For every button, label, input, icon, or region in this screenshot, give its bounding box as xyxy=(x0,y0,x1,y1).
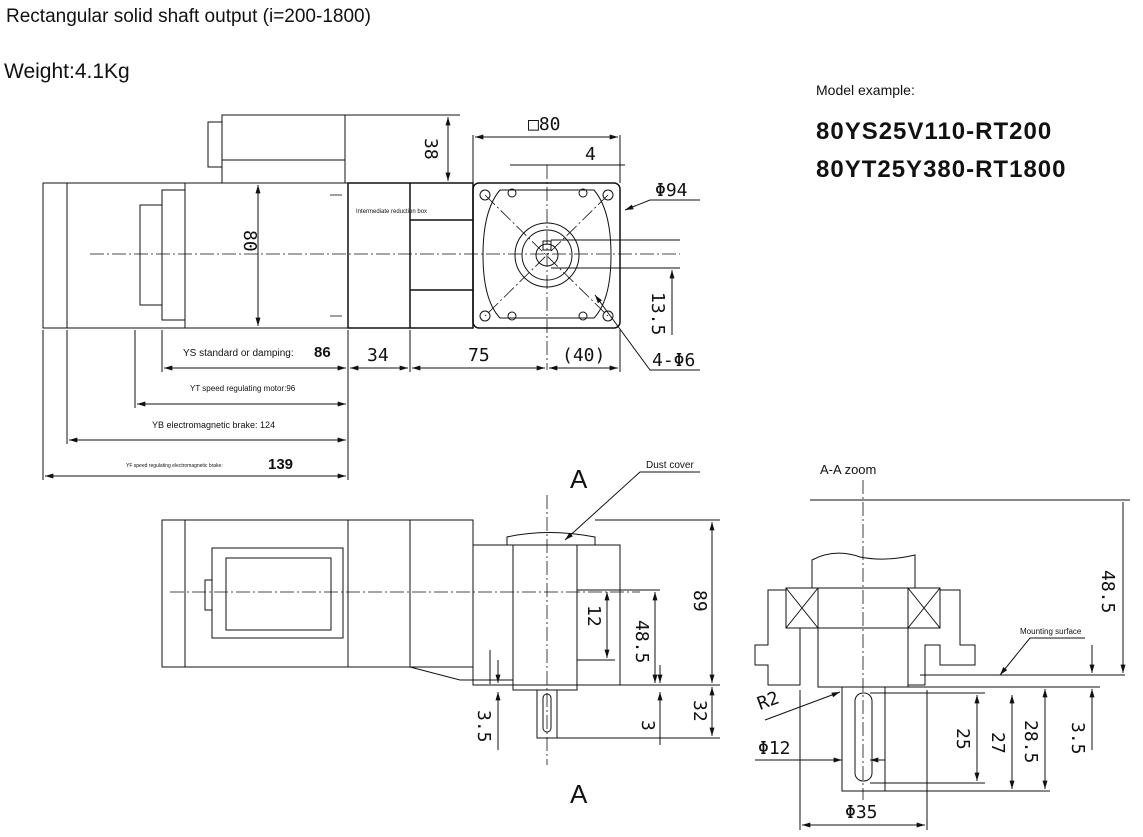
front-view: A A Dust cover 89 48.5 12 32 3 3.5 xyxy=(161,460,720,809)
dimension-label: 4 xyxy=(585,144,596,165)
dimension-label: 48.5 xyxy=(1097,570,1118,613)
dimension-label: 12 xyxy=(583,605,604,627)
dimension-label: 80 xyxy=(239,230,260,252)
dimension-label: 27 xyxy=(987,732,1008,754)
dimension-label: 89 xyxy=(689,590,710,612)
dimension-label: 28.5 xyxy=(1020,720,1041,763)
length-ys-label: YS standard or damping: xyxy=(183,348,294,359)
mounting-surface-label: Mounting surface xyxy=(1020,627,1082,636)
dimension-label: 38 xyxy=(420,138,441,160)
section-mark-top: A xyxy=(570,464,588,494)
model-example-2: 80YT25Y380-RT1800 xyxy=(816,156,1067,183)
length-yf-value: 139 xyxy=(268,456,293,473)
motor-body xyxy=(42,182,349,329)
dimension-label: 34 xyxy=(367,345,389,366)
section-view: A-A zoom Mounting surface 48.5 3.5 25 27… xyxy=(754,462,1130,830)
terminal-box xyxy=(221,114,346,184)
dimension-label: 32 xyxy=(689,700,710,722)
dimension-label: 3.5 xyxy=(473,710,494,743)
dimension-label: Φ35 xyxy=(845,802,878,823)
section-title: A-A zoom xyxy=(820,462,876,477)
length-yt-label: YT speed regulating motor:96 xyxy=(190,384,296,393)
top-view: Intermediate reduction box 80 38 □80 4 Φ… xyxy=(42,114,700,480)
dimension-label: 25 xyxy=(952,728,973,750)
dimension-label: 4-Φ6 xyxy=(652,350,695,371)
dimension-label: 3.5 xyxy=(1067,722,1088,755)
model-example-1: 80YS25V110-RT200 xyxy=(816,118,1053,145)
dimension-label: 75 xyxy=(468,345,490,366)
section-mark-bottom: A xyxy=(570,779,588,809)
dimension-label: 3 xyxy=(637,720,658,731)
dimension-label: Φ12 xyxy=(758,738,791,759)
dimension-label: (40) xyxy=(562,345,605,366)
page-title: Rectangular solid shaft output (i=200-18… xyxy=(6,6,371,27)
length-ys-value: 86 xyxy=(314,344,331,361)
dimension-label: R2 xyxy=(755,688,783,715)
length-yb-label: YB electromagnetic brake: 124 xyxy=(152,420,275,430)
model-example-label: Model example: xyxy=(816,82,915,98)
dimension-label: □80 xyxy=(528,114,561,135)
dimension-label: Φ94 xyxy=(655,180,688,201)
weight-label: Weight:4.1Kg xyxy=(4,60,130,83)
dimension-label: 48.5 xyxy=(631,620,652,663)
reduction-box-label: Intermediate reduction box xyxy=(356,209,427,215)
dust-cover-label: Dust cover xyxy=(646,460,694,471)
terminal-box-front xyxy=(211,547,344,639)
length-yf-label: YF speed regulating electromagnetic brak… xyxy=(126,463,223,469)
dimension-label: 13.5 xyxy=(647,292,668,335)
gearhead-flange xyxy=(472,182,621,329)
section-output-shaft xyxy=(841,686,886,792)
